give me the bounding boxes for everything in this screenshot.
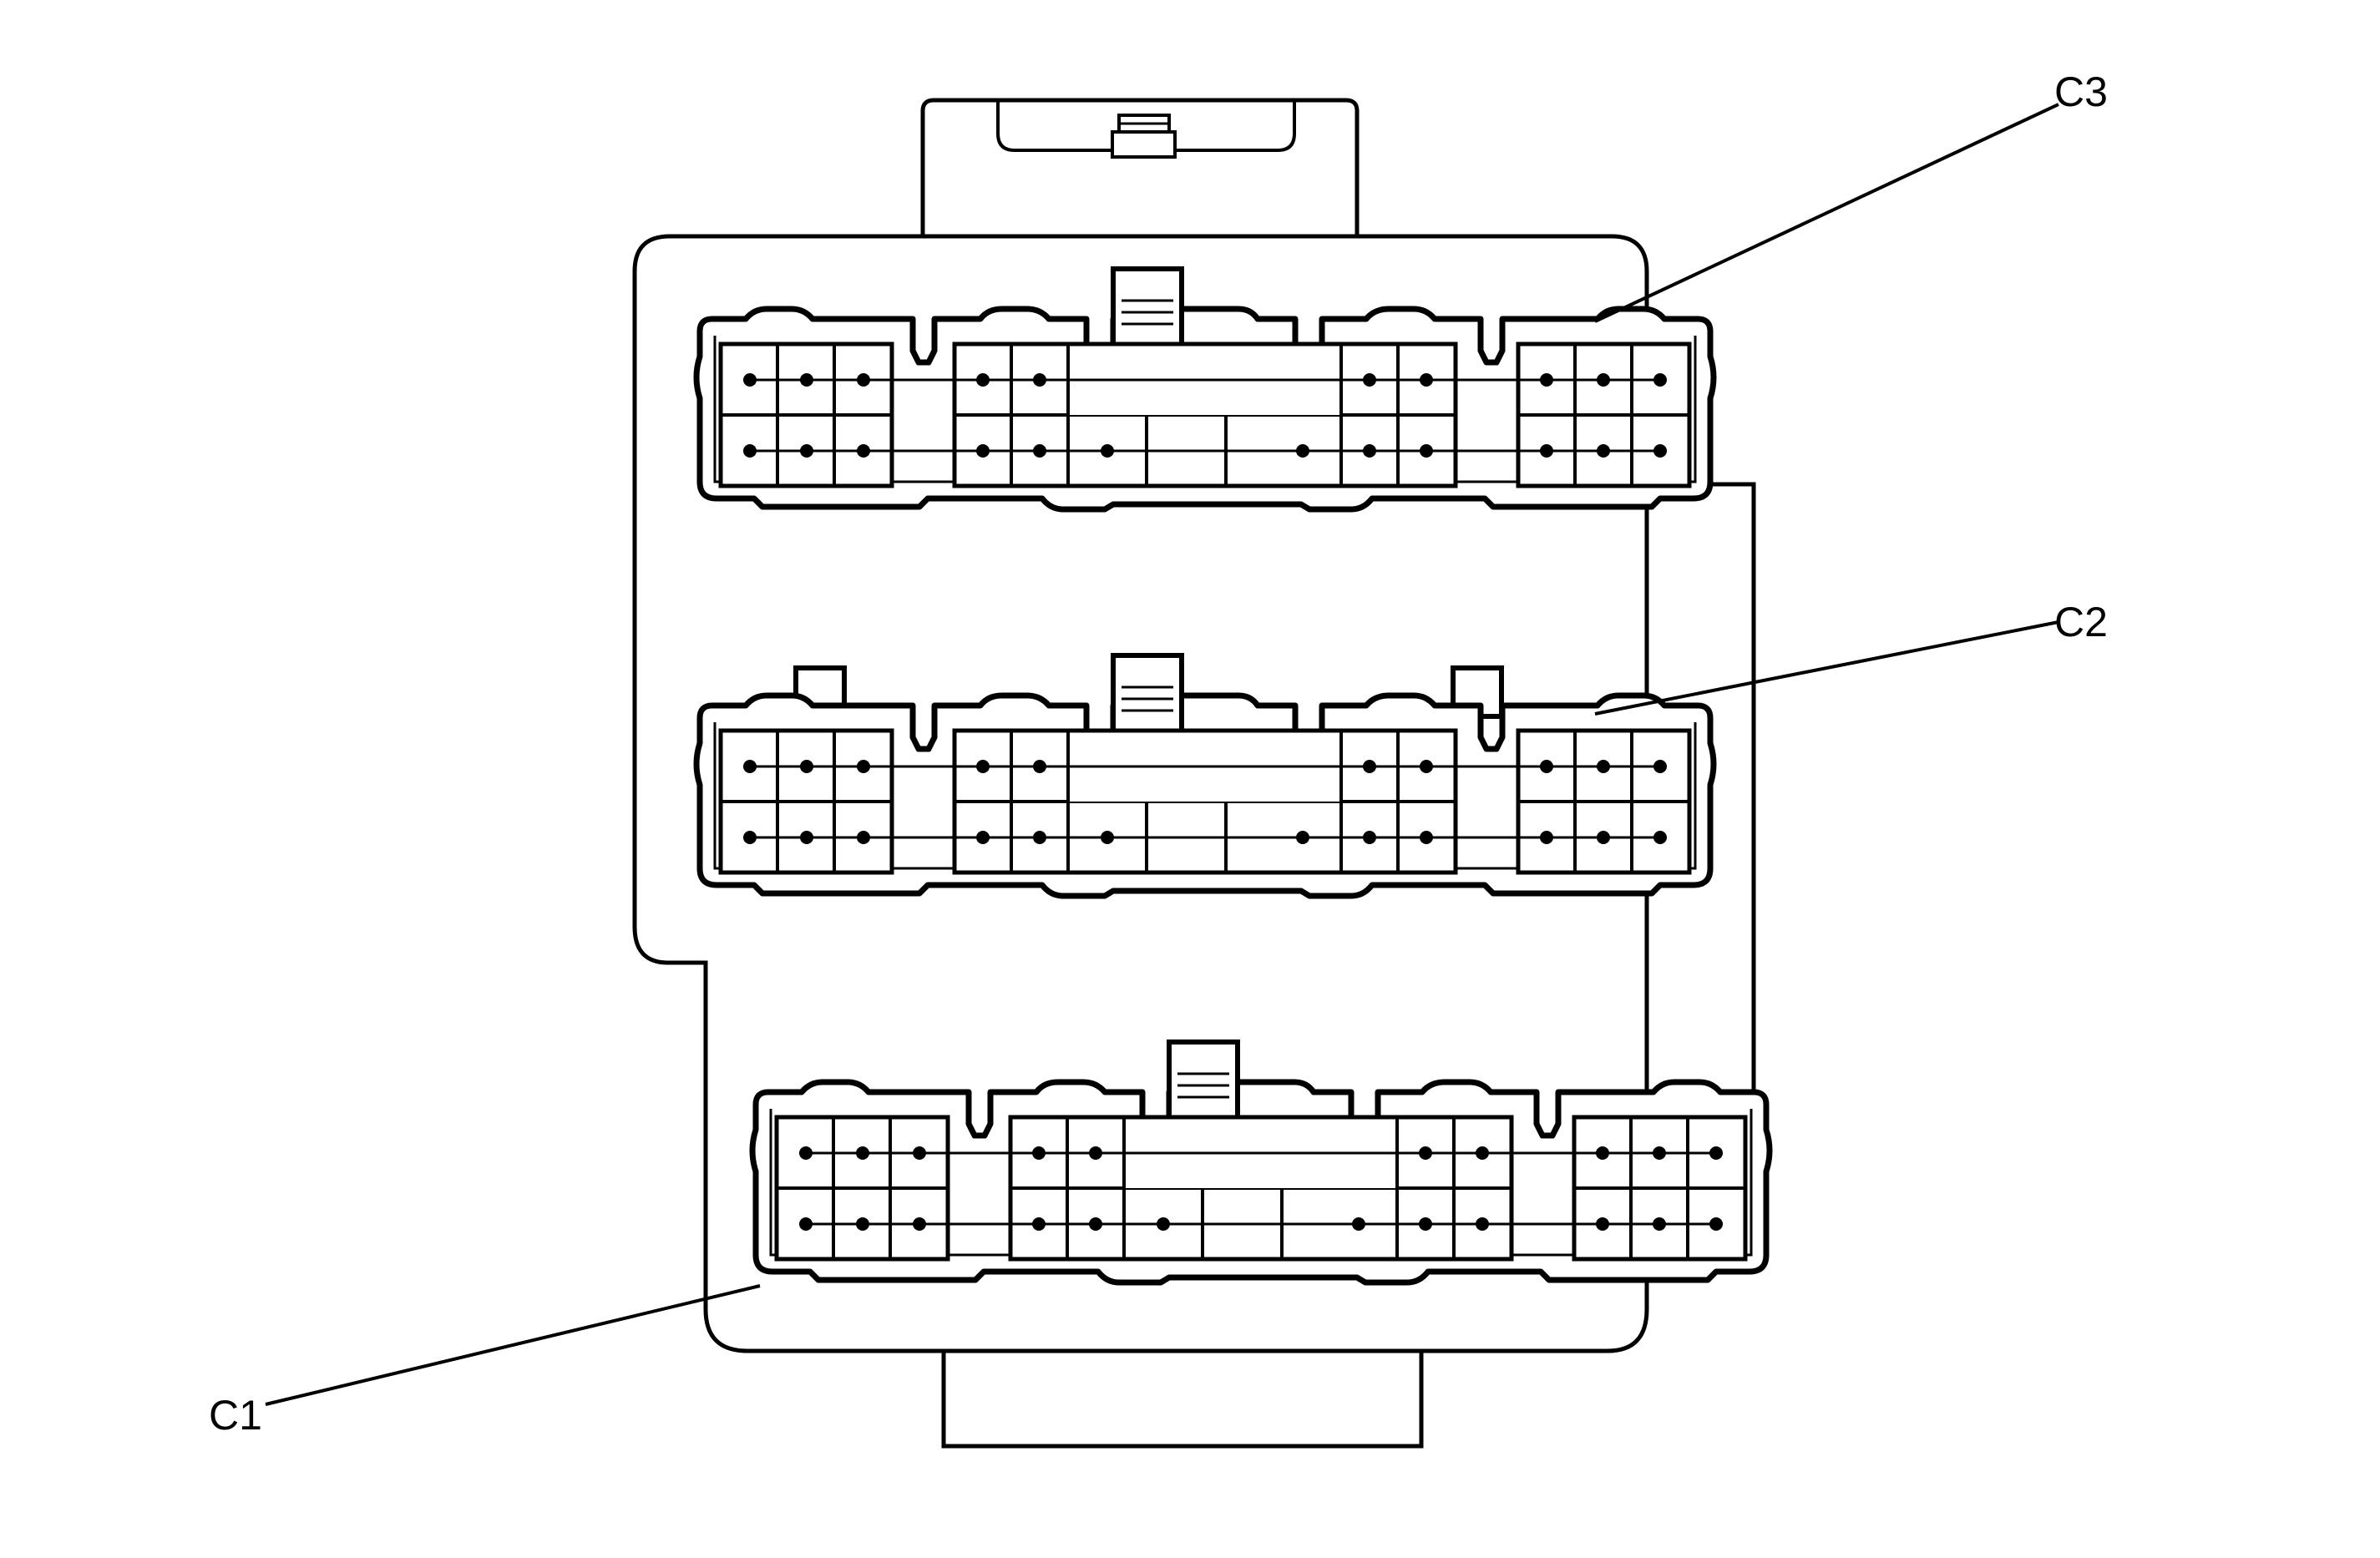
leader-line-c1 — [265, 1284, 761, 1406]
leader-line-c3 — [1594, 103, 2059, 323]
label-c1: C1 — [209, 1392, 262, 1439]
label-c3: C3 — [2054, 68, 2108, 115]
leader-line-c2 — [1594, 620, 2059, 716]
label-c2: C2 — [2054, 599, 2108, 645]
connector-c2 — [696, 655, 1714, 896]
